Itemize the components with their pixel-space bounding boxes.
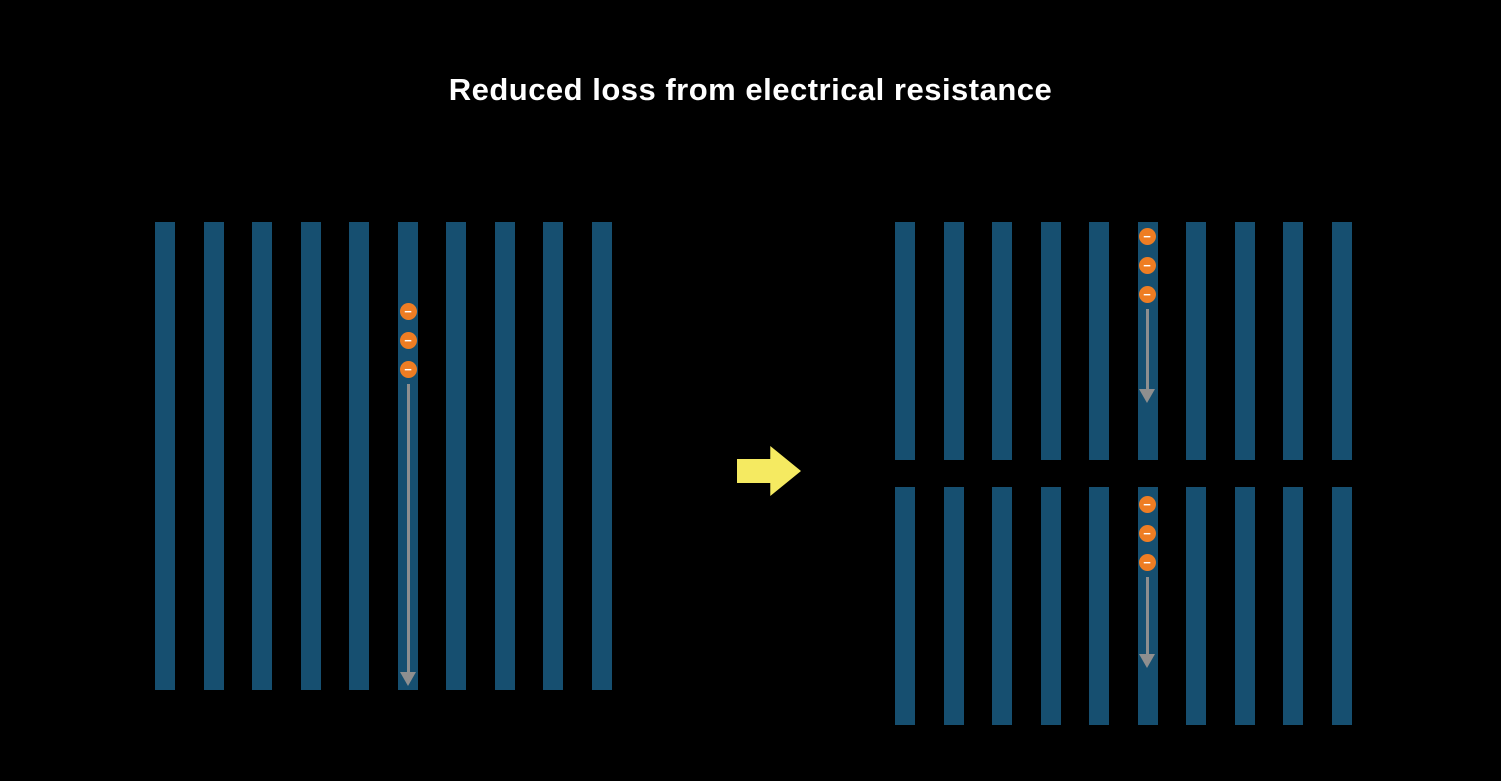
electron-minus-icon: − [399, 332, 417, 349]
electron-stack: − − − [399, 303, 417, 378]
cell-bar [1283, 487, 1304, 725]
cell-bar [1089, 222, 1110, 460]
down-arrow-icon [1139, 654, 1155, 668]
right-arrow-icon [737, 446, 801, 496]
electron-minus-icon: − [1138, 554, 1156, 571]
electron-flow-half-cell-top: − − − [1138, 228, 1156, 403]
electron-stack: − − − [1138, 228, 1156, 303]
half-cell-top-bar-group [895, 222, 1352, 460]
half-cell-bottom-bar-group [895, 487, 1352, 725]
cell-bar [300, 222, 321, 690]
current-flow-line [406, 384, 410, 672]
cell-bar [155, 222, 175, 690]
cell-bar [252, 222, 273, 690]
cell-bar [1234, 222, 1255, 460]
cell-bar [1186, 487, 1207, 725]
cell-bar [1331, 487, 1352, 725]
down-arrow-icon [400, 672, 416, 686]
electron-minus-icon: − [1138, 228, 1156, 245]
cell-bar [943, 487, 964, 725]
cell-bar [543, 222, 564, 690]
cell-bar [494, 222, 515, 690]
cell-bar [446, 222, 467, 690]
cell-bar [1283, 222, 1304, 460]
cell-bar [203, 222, 224, 690]
cell-bar [1234, 487, 1255, 725]
cell-bar [349, 222, 370, 690]
cell-bar [992, 487, 1013, 725]
cell-bar [1040, 487, 1061, 725]
electron-flow-full-cell: − − − [399, 303, 417, 686]
electron-minus-icon: − [399, 303, 417, 320]
current-flow-line [1145, 577, 1149, 654]
electron-flow-half-cell-bottom: − − − [1138, 496, 1156, 668]
electron-stack: − − − [1138, 496, 1156, 571]
cell-bar [1186, 222, 1207, 460]
cell-bar [1040, 222, 1061, 460]
down-arrow-icon [1139, 389, 1155, 403]
electron-minus-icon: − [1138, 496, 1156, 513]
cell-bar [992, 222, 1013, 460]
electron-minus-icon: − [1138, 286, 1156, 303]
cell-bar [895, 222, 915, 460]
diagram-title: Reduced loss from electrical resistance [448, 72, 1053, 107]
cell-bar [895, 487, 915, 725]
electron-minus-icon: − [399, 361, 417, 378]
cell-bar [1331, 222, 1352, 460]
electron-minus-icon: − [1138, 525, 1156, 542]
cell-bar [943, 222, 964, 460]
cell-bar [591, 222, 612, 690]
electron-minus-icon: − [1138, 257, 1156, 274]
cell-bar [1089, 487, 1110, 725]
full-cell-bar-group [155, 222, 612, 690]
current-flow-line [1145, 309, 1149, 389]
